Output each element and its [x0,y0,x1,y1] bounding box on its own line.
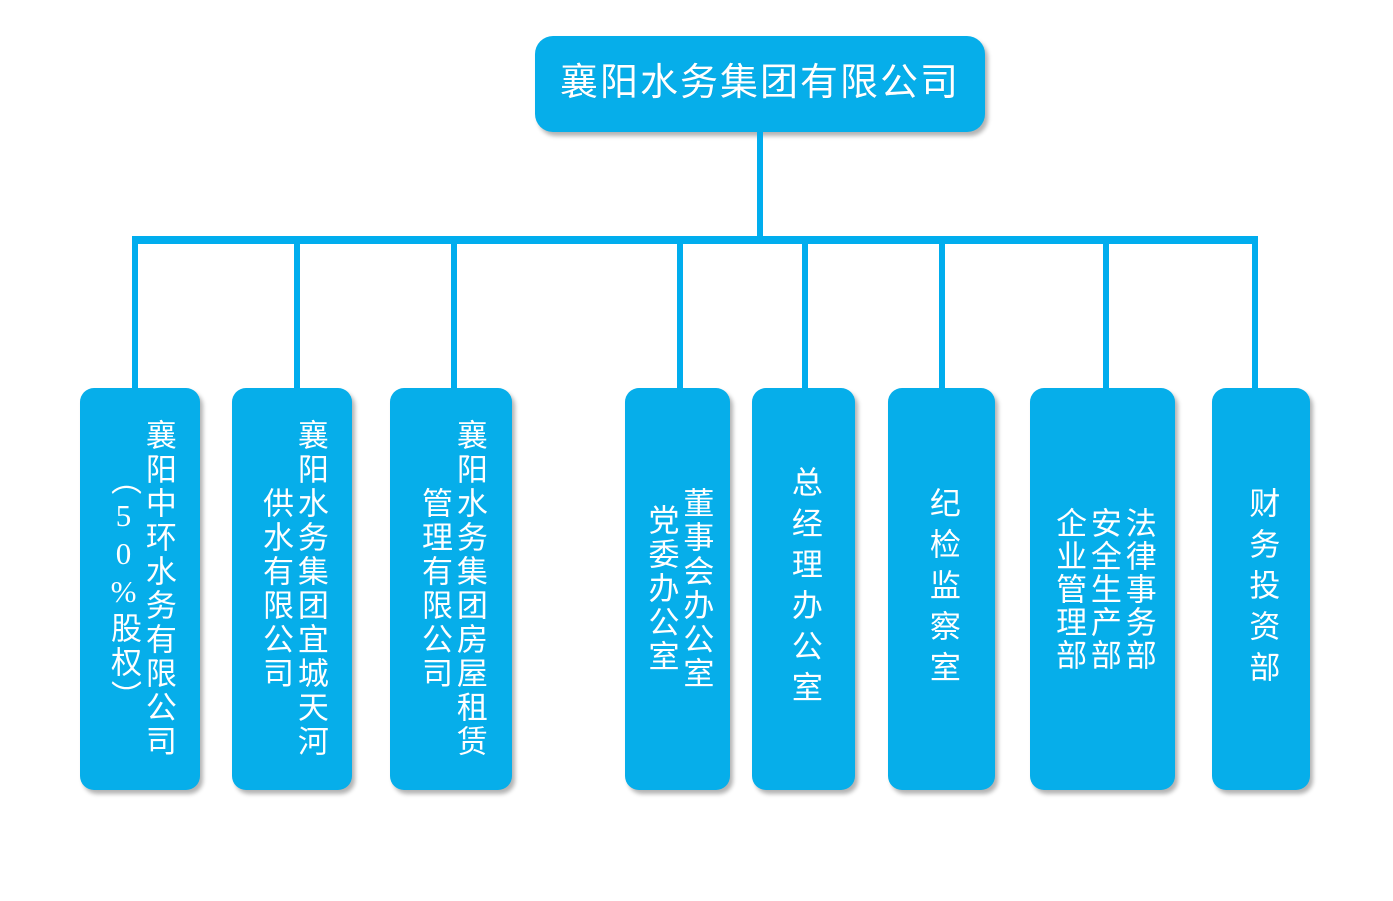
org-node-label-col-1: 法律事务部 [1120,506,1156,672]
org-node-label-col-1: 财务投资部 [1244,486,1280,692]
org-node-label-col-1: 襄阳水务集团宜城天河 [292,419,328,759]
connector-horizontal-bus [132,236,1258,244]
org-node-label-col-2: 党委办公室 [643,504,679,674]
connector-drop-5 [802,236,808,388]
connector-drop-2 [294,236,300,388]
org-node-xiangyang-zhonghuan-water[interactable]: 襄阳中环水务有限公司 （50%股权） [80,388,200,790]
org-node-label-col-1: 襄阳中环水务有限公司 [140,419,176,759]
org-node-label-block: 财务投资部 [1212,388,1310,790]
org-node-label-block: 董事会办公室 党委办公室 [625,388,730,790]
connector-drop-3 [451,236,457,388]
org-node-label-col-2: 供水有限公司 [258,487,293,691]
org-node-label-col-1: 董事会办公室 [678,487,714,691]
org-node-yicheng-tianhe-water-supply[interactable]: 襄阳水务集团宜城天河 供水有限公司 [232,388,352,790]
org-node-general-manager-office[interactable]: 总经理办公室 [752,388,855,790]
org-node-label-block: 法律事务部 安全生产部 企业管理部 [1030,388,1175,790]
org-node-label-block: 襄阳水务集团房屋租赁 管理有限公司 [390,388,512,790]
org-node-label-col-2: （50%股权） [106,464,141,714]
org-node-label-col-1: 襄阳水务集团房屋租赁 [451,419,487,759]
org-node-board-and-party-office[interactable]: 董事会办公室 党委办公室 [625,388,730,790]
org-node-label-block: 襄阳水务集团宜城天河 供水有限公司 [232,388,352,790]
org-node-label-col-1: 总经理办公室 [786,466,822,712]
connector-trunk [757,132,763,242]
connector-drop-6 [939,236,945,388]
connector-drop-7 [1103,236,1109,388]
org-node-root[interactable]: 襄阳水务集团有限公司 [535,36,985,132]
org-node-label-block: 襄阳中环水务有限公司 （50%股权） [80,388,200,790]
org-node-label-block: 纪检监察室 [888,388,995,790]
org-node-root-label: 襄阳水务集团有限公司 [559,62,960,105]
org-node-legal-safety-enterprise-depts[interactable]: 法律事务部 安全生产部 企业管理部 [1030,388,1175,790]
org-node-housing-lease-management[interactable]: 襄阳水务集团房屋租赁 管理有限公司 [390,388,512,790]
org-node-label-col-2: 管理有限公司 [417,487,452,691]
connector-drop-1 [132,236,138,388]
org-node-label-col-2: 安全生产部 [1085,506,1121,672]
org-node-label-col-3: 企业管理部 [1051,506,1087,672]
connector-drop-8 [1252,236,1258,388]
org-node-label-col-1: 纪检监察室 [924,486,960,692]
org-node-label-block: 总经理办公室 [752,388,855,790]
org-node-discipline-inspection-office[interactable]: 纪检监察室 [888,388,995,790]
connector-drop-4 [677,236,683,388]
org-node-finance-investment-dept[interactable]: 财务投资部 [1212,388,1310,790]
